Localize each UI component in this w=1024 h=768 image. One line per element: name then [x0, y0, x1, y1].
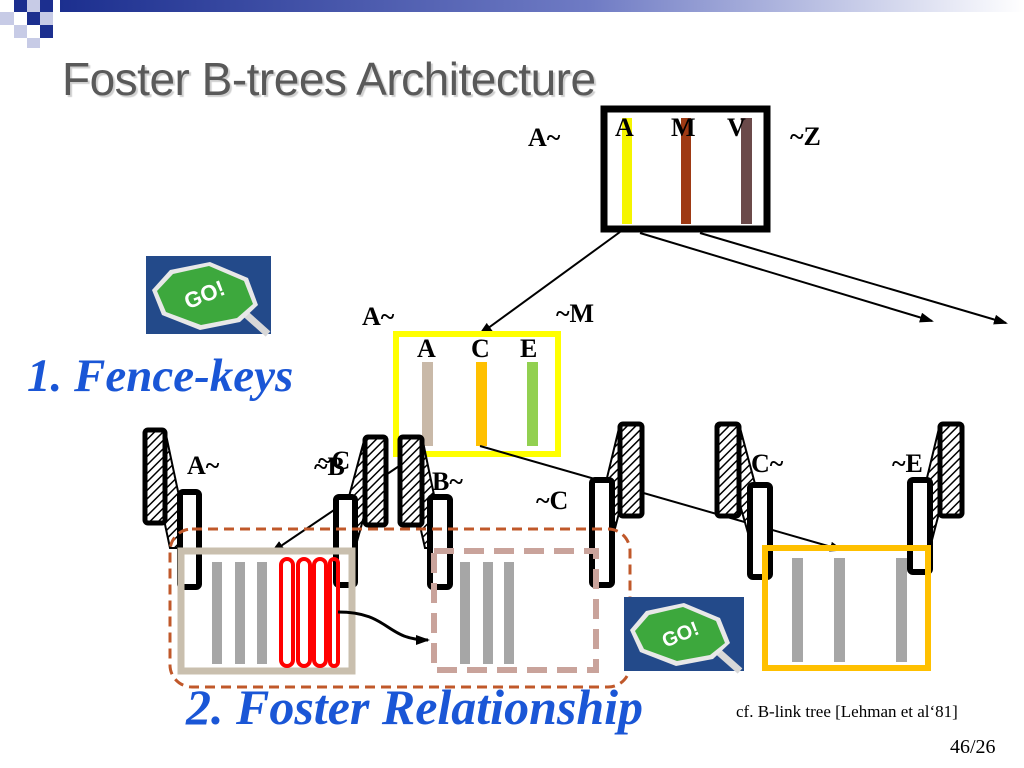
- slide-title: Foster B-trees Architecture: [62, 53, 596, 105]
- right-leaf-left-fence: C~: [751, 449, 784, 478]
- callout-foster-relationship: 2. Foster Relationship: [186, 679, 644, 735]
- right-leaf-right-fence: ~E: [892, 449, 923, 478]
- leaf-overlap-c: ~C: [318, 446, 351, 475]
- foster-pointer-arrow: [337, 610, 430, 645]
- root-right-fence: ~Z: [790, 122, 821, 151]
- root-to-right-arrow-1: [639, 232, 934, 323]
- page-number: 46/26: [950, 736, 996, 758]
- leaf-left-fence: A~: [187, 451, 220, 480]
- mid-key-a-bar: [422, 362, 433, 446]
- left-leaf-node: [177, 547, 356, 675]
- mid-to-right-leaf-arrow: [479, 445, 844, 552]
- root-to-mid-arrow: [478, 231, 621, 336]
- mid-key-c-bar: [476, 362, 487, 446]
- mid-key-e: E: [520, 334, 538, 363]
- leaf-b-fence: B~: [432, 467, 463, 496]
- foster-group-outline: [168, 527, 632, 689]
- citation: cf. B-link tree [Lehman et al‘81]: [736, 702, 958, 721]
- foster-keys-red: [279, 557, 340, 668]
- root-key-v-bar: [741, 118, 752, 224]
- root-to-right-arrow-2: [699, 232, 1008, 325]
- root-key-v: V: [727, 113, 746, 142]
- root-key-m: M: [671, 113, 696, 142]
- root-left-fence: A~: [528, 123, 561, 152]
- mid-key-c: C: [471, 334, 490, 363]
- root-key-m-bar: [681, 118, 691, 224]
- mid-node: [393, 331, 561, 457]
- mid-key-a: A: [417, 334, 436, 363]
- go-sign-bottom: GO!: [624, 597, 744, 674]
- banner-decoration: [0, 0, 1024, 48]
- foster-child-node: [431, 548, 599, 673]
- root-key-a: A: [615, 113, 634, 142]
- callout-fence-keys: 1. Fence-keys: [27, 350, 294, 402]
- right-leaf-node: [762, 545, 931, 671]
- root-key-a-bar: [622, 118, 632, 224]
- mid-key-e-bar: [527, 362, 538, 446]
- leaf-overlap-b: ~B: [314, 452, 345, 481]
- go-sign-top: GO!: [146, 256, 271, 337]
- leaf-c-fence: ~C: [536, 486, 569, 515]
- mid-right-fence: ~M: [556, 299, 595, 328]
- mid-left-fence: A~: [362, 302, 395, 331]
- root-node: [600, 105, 771, 233]
